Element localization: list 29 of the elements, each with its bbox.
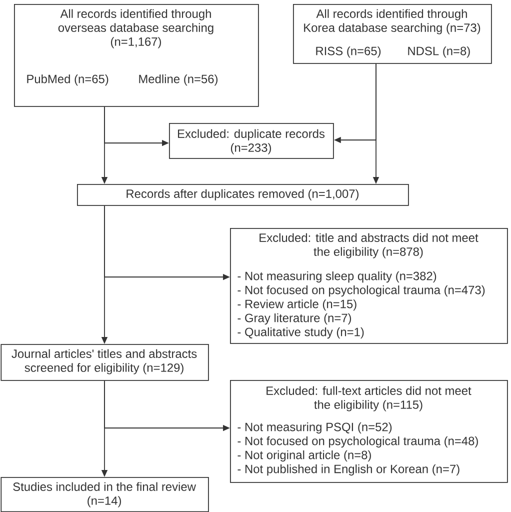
list-item: NDSL (n=8)	[408, 46, 470, 58]
list-item: - Gray literature (n=7)	[238, 313, 352, 325]
box-text: Excluded: duplicate records (n=233)	[178, 129, 325, 154]
box-text: Journal articles' titles and abstracts screened for eligibility (n=129)	[12, 349, 197, 374]
list-item: - Qualitative study (n=1)	[238, 327, 364, 339]
list-item: PubMed (n=65)	[27, 74, 108, 86]
list-item: - Not original article (n=8)	[238, 450, 371, 462]
list-item: - Not focused on psychological trauma (n=48)	[238, 436, 478, 448]
source-box	[14, 4, 259, 107]
box-text: Excluded: title and abstracts did not meet the eligibility (n=878)	[260, 233, 478, 258]
box-text: Records after duplicates removed (n=1,007)	[126, 189, 358, 200]
exclusion-box	[230, 380, 508, 483]
list-item: RISS (n=65)	[316, 46, 381, 58]
source-box	[293, 4, 492, 64]
process-box	[0, 344, 209, 381]
list-item: - Not focused on psychological trauma (n=473)	[238, 285, 485, 297]
list-item: - Not measuring PSQI (n=52)	[238, 422, 392, 434]
box-text: All records identified through Korea database searching (n=73)	[304, 9, 480, 34]
list-item: - Review article (n=15)	[238, 299, 356, 311]
exclusion-box	[169, 123, 334, 159]
box-text: Excluded: full-text articles did not meet the eligibility (n=115)	[266, 386, 472, 412]
list-item: - Not measuring sleep quality (n=382)	[238, 271, 436, 283]
process-box	[77, 184, 409, 206]
box-text: All records identified through overseas database searching (n=1,167)	[58, 9, 214, 48]
process-box	[0, 477, 209, 512]
list-item: - Not published in English or Korean (n=7)	[238, 464, 460, 476]
list-item: Medline (n=56)	[139, 74, 218, 86]
exclusion-box	[230, 228, 508, 344]
box-text: Studies included in the final review (n=14)	[13, 482, 196, 508]
